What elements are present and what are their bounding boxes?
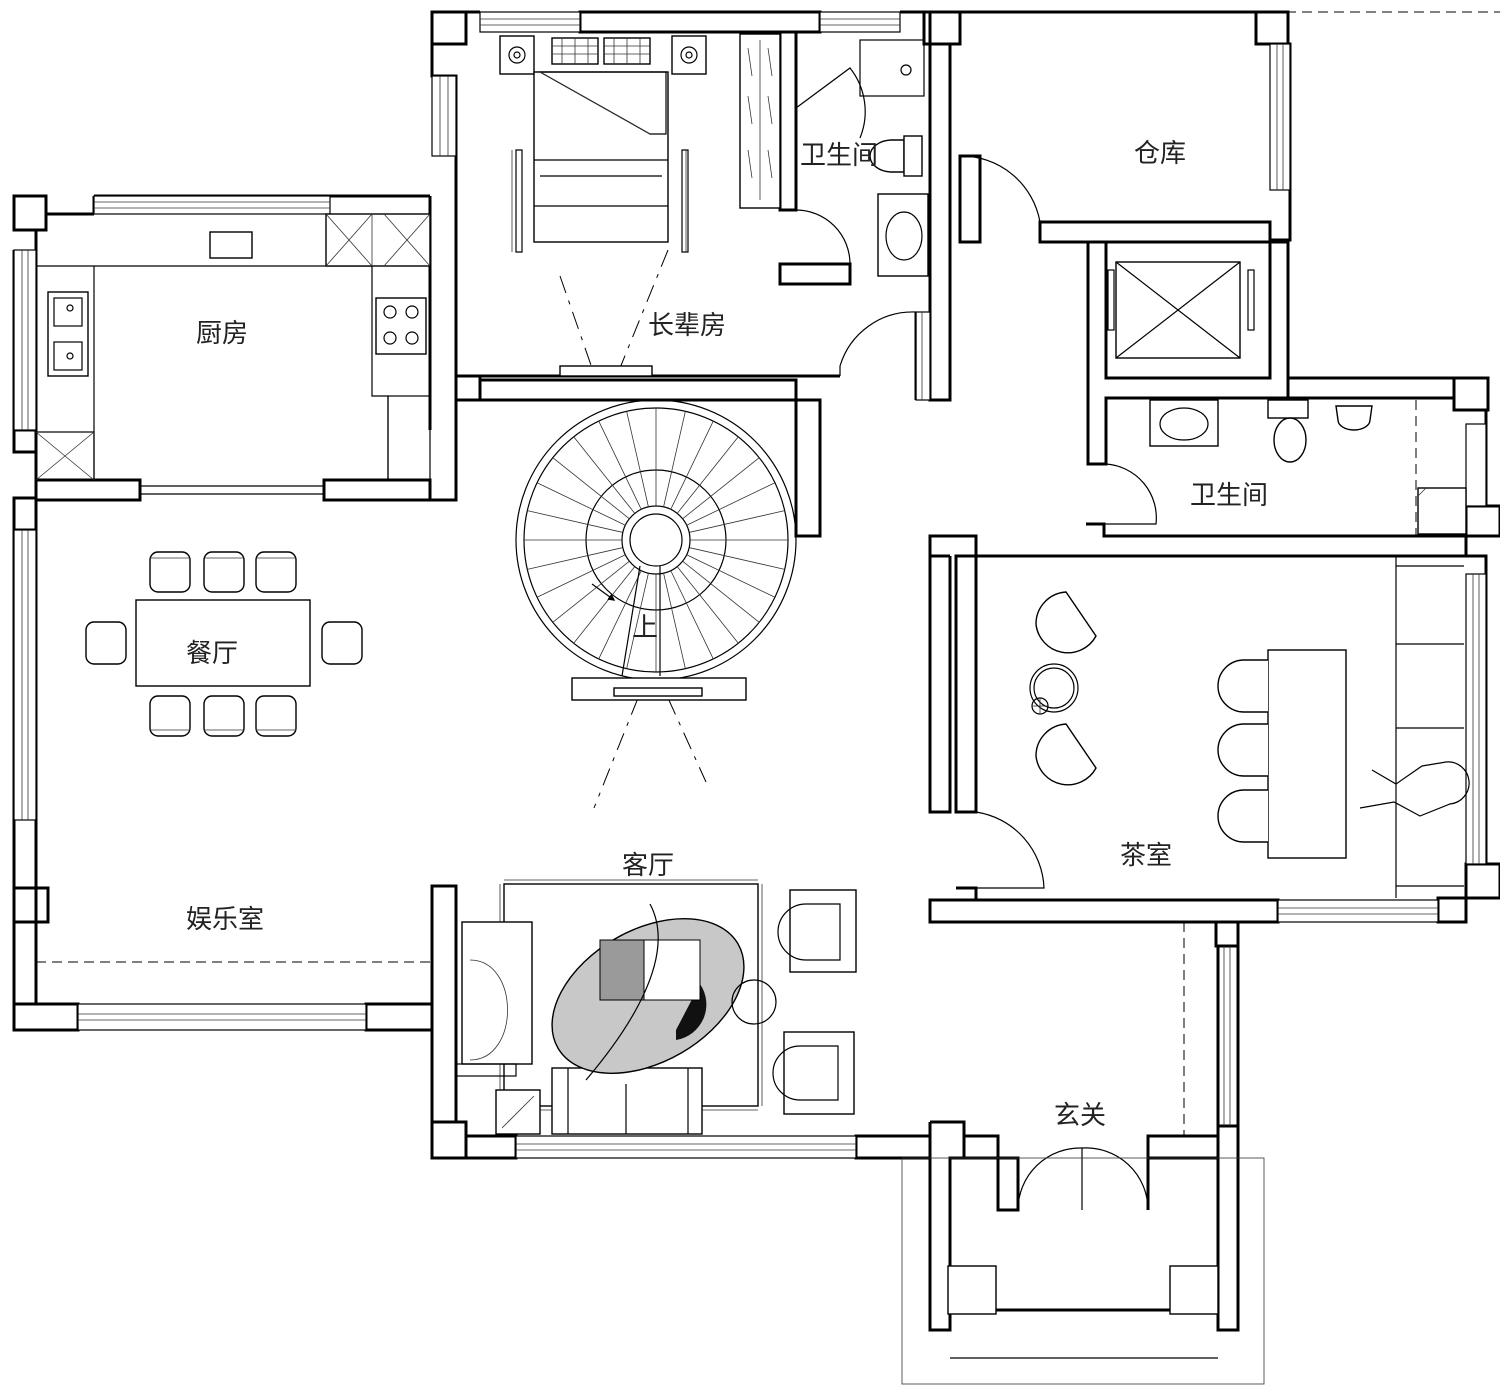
label-tea-room: 茶室 bbox=[1120, 841, 1172, 871]
dining-set bbox=[85, 551, 363, 737]
dining-chair bbox=[149, 695, 191, 737]
label-kitchen: 厨房 bbox=[196, 319, 248, 349]
label-entertainment: 娱乐室 bbox=[186, 905, 264, 935]
tea-stool bbox=[1217, 723, 1268, 777]
elder-room-furniture bbox=[499, 33, 781, 377]
tea-stool bbox=[1217, 659, 1268, 713]
bath2-fixtures bbox=[1149, 399, 1467, 535]
tea-chair bbox=[1035, 723, 1097, 786]
tea-stool bbox=[1217, 789, 1268, 843]
kitchen-fixtures bbox=[35, 213, 431, 481]
tea-room-furniture bbox=[1029, 556, 1470, 898]
label-entrance: 玄关 bbox=[1054, 1101, 1106, 1131]
label-living: 客厅 bbox=[622, 851, 674, 881]
dining-chair bbox=[321, 621, 363, 665]
living-room-furniture bbox=[455, 879, 857, 1135]
dining-chair bbox=[255, 551, 297, 593]
columns bbox=[12, 10, 962, 232]
dining-chair bbox=[85, 621, 127, 665]
tea-chair bbox=[1035, 591, 1097, 654]
label-bathroom-1: 卫生间 bbox=[800, 141, 878, 171]
label-elder-room: 长辈房 bbox=[648, 311, 726, 341]
dashed-lines bbox=[36, 11, 1500, 1136]
label-bathroom-2: 卫生间 bbox=[1190, 481, 1268, 511]
label-dining: 餐厅 bbox=[186, 639, 238, 669]
dining-chair bbox=[255, 695, 297, 737]
dining-chair bbox=[203, 695, 245, 737]
entrance-porch bbox=[901, 1157, 1265, 1385]
bath1-fixtures bbox=[859, 39, 929, 277]
elevator bbox=[1107, 261, 1255, 359]
doors bbox=[140, 67, 1157, 1211]
dining-chair bbox=[203, 551, 245, 593]
windows bbox=[13, 11, 1487, 1159]
label-storage: 仓库 bbox=[1134, 139, 1186, 169]
label-stairs-up: 上 bbox=[632, 613, 658, 643]
room-labels: 厨房 长辈房 卫生间 仓库 卫生间 餐厅 上 茶室 客厅 娱乐室 玄关 bbox=[186, 139, 1268, 1131]
spiral-stairs bbox=[515, 399, 797, 701]
dining-chair bbox=[149, 551, 191, 593]
